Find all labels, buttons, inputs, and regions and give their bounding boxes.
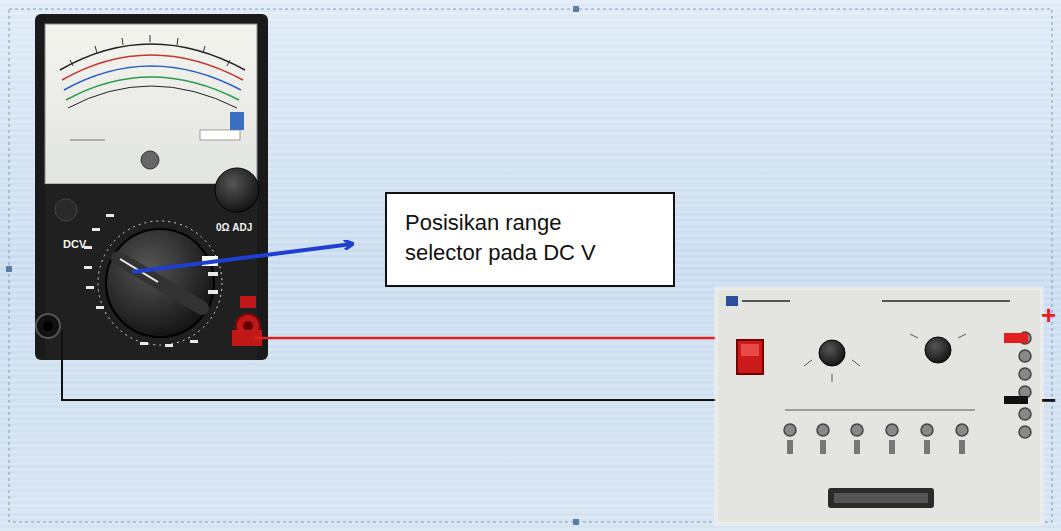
- callout-text: Posisikan range selector pada DC V: [405, 208, 620, 268]
- callout-box: Posisikan range selector pada DC V: [385, 192, 675, 287]
- multimeter: [35, 14, 268, 360]
- leader-arrow: [132, 244, 352, 272]
- handle: [6, 266, 12, 272]
- handle: [573, 519, 579, 525]
- knob-label: 0Ω ADJ: [216, 222, 252, 233]
- range-label: DCV: [63, 238, 86, 250]
- trainer-unit: [716, 288, 1042, 524]
- polarity-sign: +: [1041, 300, 1056, 331]
- handle: [573, 6, 579, 12]
- polarity-sign: −: [1041, 385, 1056, 416]
